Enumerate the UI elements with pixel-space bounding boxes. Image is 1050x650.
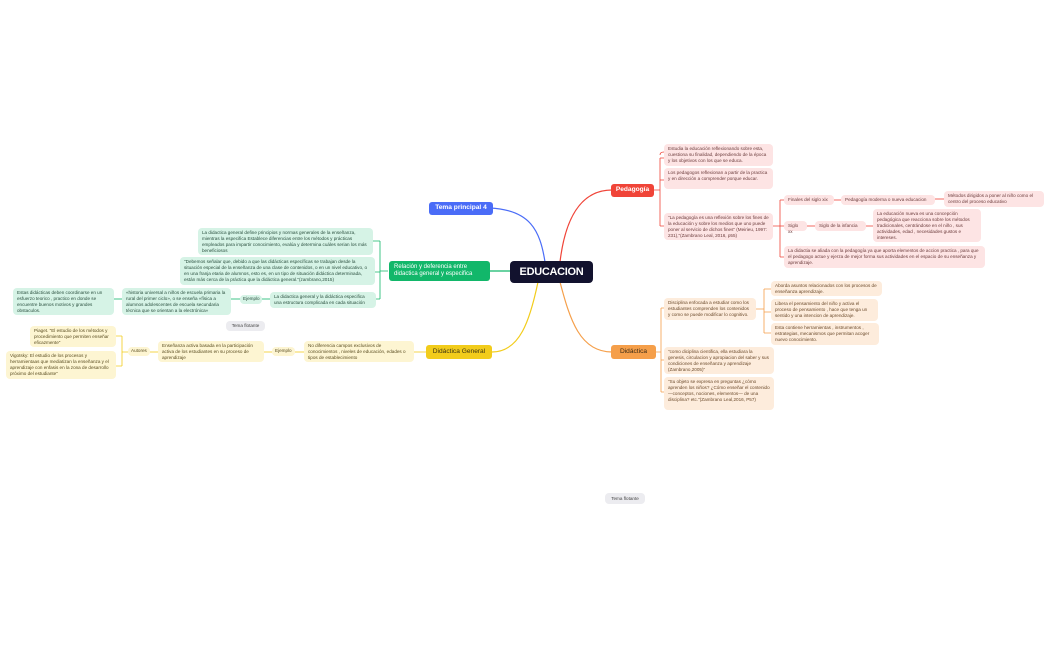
subtopic-libera-pensamiento[interactable]: Libera el pensamiento del niño y activa … [771,299,878,321]
floating-topic[interactable]: Tema flotante [226,321,265,331]
subtopic-ejemplo-general[interactable]: Ejemplo [272,347,295,356]
subtopic-didactica-general-define[interactable]: La didactica general define principios y… [198,228,373,255]
subtopic-disciplina-enfocada[interactable]: Disciplina enfocada a estudiar como los … [664,298,756,320]
subtopic-no-diferencia[interactable]: No diferencia campos exclusivos de conoc… [304,341,414,362]
subtopic-siglo-xx[interactable]: Siglo xx [784,221,807,234]
subtopic-siglo-infancia[interactable]: Siglo de la infancia [815,221,866,231]
topic-relacion-diferencia[interactable]: Relación y deferencia entre didactica ge… [389,261,490,281]
subtopic-quote-debemos-senalar[interactable]: "Debemos señalar que, debido a que las d… [180,257,375,285]
subtopic-ejemplo-relacion[interactable]: Ejemplo [240,295,262,304]
subtopic-didactia-aliada[interactable]: La didactia se aliada con la pedagogía y… [784,246,985,268]
topic-didactica[interactable]: Didáctica [611,345,656,359]
subtopic-estructura-complicada[interactable]: La didactica general y la didáctica espe… [270,292,376,308]
subtopic-herramientas[interactable]: Esta contiene herramientas , instrumento… [771,323,879,345]
subtopic-finales-siglo-xix[interactable]: Finales del siglo xix [784,195,834,205]
central-topic[interactable]: EDUCACION [510,261,593,283]
subtopic-pedagogia-moderna[interactable]: Pedagogía moderna o nueva educacion [841,195,935,205]
subtopic-pedagogia-estudia[interactable]: Estudia la educación reflexionando sobre… [664,144,773,166]
subtopic-vigotsky[interactable]: Vigotsky: El estudio de los procesos y h… [6,351,116,379]
subtopic-historia-universal[interactable]: «historia universal a niños de escuela p… [122,288,231,315]
subtopic-pedagogia-reflexionan[interactable]: Los pedagogos reflexionan a partir de la… [664,168,773,189]
subtopic-metodos-nino[interactable]: Métodos dirigidos a poner al niño como e… [944,191,1044,207]
subtopic-coordinarse[interactable]: Estas didácticas deben coordinarse en un… [13,288,114,315]
subtopic-autores[interactable]: Autores [128,347,150,356]
subtopic-educacion-nueva[interactable]: La educación nueva es una concepción ped… [873,209,981,242]
topic-pedagogia[interactable]: Pedagogía [611,184,654,197]
subtopic-quote-zambrano-2016[interactable]: "Su objeto se expresa en preguntas ¿cómo… [664,377,774,410]
topic-tema-principal-4[interactable]: Tema principal 4 [429,202,493,215]
subtopic-pedagogia-quote[interactable]: "La pedagogía es una reflexión sobre los… [664,213,773,240]
subtopic-ensenanza-activa[interactable]: Enseñanza activa basada en la participac… [158,341,264,362]
subtopic-quote-zambrano-2005[interactable]: "como diciplina cientifica, ella estudia… [664,347,774,374]
topic-didactica-general[interactable]: Didáctica General [426,345,492,359]
subtopic-piaget[interactable]: Piaget. "El estudio de los métodos y pro… [30,326,116,347]
floating-topic[interactable]: Tema flotante [605,493,645,504]
subtopic-aborda-asuntos[interactable]: Aborda asuntos relacionados con los proc… [771,281,882,296]
